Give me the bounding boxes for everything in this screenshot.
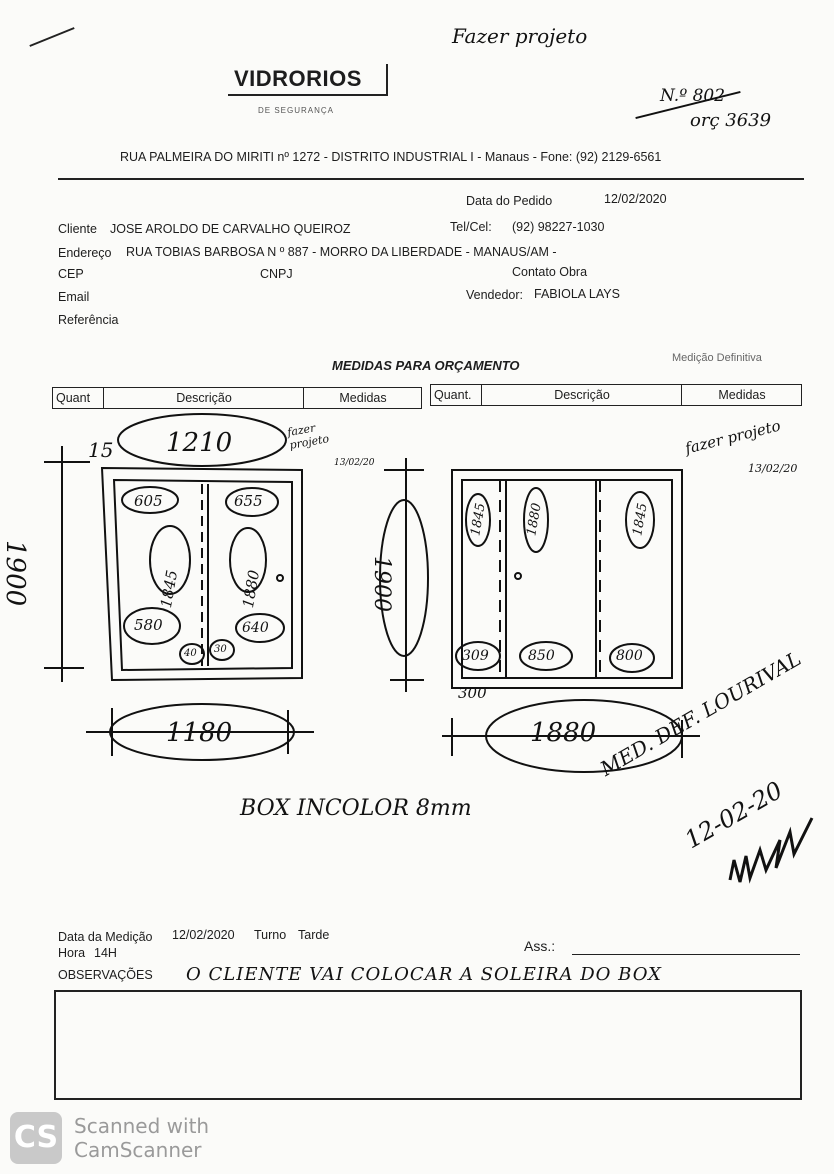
- section-title: MEDIDAS PARA ORÇAMENTO: [332, 358, 520, 373]
- left-panel-top-left: 605: [134, 492, 163, 510]
- hour-label: Hora: [58, 946, 86, 960]
- measure-table-left-header: Quant Descrição Medidas: [52, 387, 422, 409]
- left-panel-bot-right: 640: [242, 620, 269, 636]
- camscanner-watermark: Scanned with CamScanner: [74, 1114, 209, 1162]
- signature-label: Ass.:: [524, 938, 556, 954]
- company-address: RUA PALMEIRA DO MIRITI nº 1272 - DISTRIT…: [120, 150, 662, 164]
- right-date-fraction: 13/02/20: [748, 462, 798, 475]
- cnpj-label: CNPJ: [260, 267, 293, 281]
- left-panel-top-right: 655: [234, 492, 263, 510]
- order-date-value: 12/02/2020: [604, 192, 667, 206]
- right-bottom-b: 850: [528, 648, 555, 664]
- right-bottom-c: 800: [616, 648, 643, 664]
- right-height: 1900: [369, 556, 394, 612]
- order-number-struck: N.º 802: [660, 86, 725, 106]
- right-bottom-a: 309: [462, 648, 489, 664]
- measurer-signature: [728, 817, 814, 884]
- client-address-value: RUA TOBIAS BARBOSA N º 887 - MORRO DA LI…: [126, 245, 557, 259]
- handwritten-top-note: Fazer projeto: [452, 24, 588, 48]
- left-small-b: 30: [214, 644, 227, 655]
- left-shower-sketch: [44, 413, 314, 761]
- signature-line: [572, 954, 800, 955]
- left-top-margin: 15: [88, 438, 114, 462]
- company-logo-subtitle: DE SEGURANÇA: [258, 106, 335, 115]
- observations-box: [54, 990, 802, 1100]
- phone-value: (92) 98227-1030: [512, 220, 605, 234]
- right-width-bottom: 1880: [530, 718, 597, 748]
- seller-value: FABIOLA LAYS: [534, 287, 620, 301]
- col-description-2: Descrição: [481, 385, 682, 405]
- header-divider: [58, 178, 804, 180]
- client-address-label: Endereço: [58, 246, 112, 260]
- col-measures: Medidas: [303, 388, 422, 408]
- site-contact-label: Contato Obra: [512, 265, 588, 279]
- budget-reference: orç 3639: [690, 110, 772, 131]
- company-logo: VIDRORIOS: [228, 64, 388, 96]
- client-label: Cliente: [58, 222, 97, 236]
- col-description: Descrição: [103, 388, 304, 408]
- hour-value: 14H: [94, 946, 117, 960]
- phone-label: Tel/Cel:: [450, 220, 492, 234]
- observations-text: O CLIENTE VAI COLOCAR A SOLEIRA DO BOX: [186, 964, 662, 985]
- client-value: JOSE AROLDO DE CARVALHO QUEIROZ: [110, 222, 351, 236]
- stray-pen-mark: [29, 27, 75, 47]
- order-date-label: Data do Pedido: [466, 194, 553, 208]
- email-label: Email: [58, 290, 90, 304]
- cep-label: CEP: [58, 267, 84, 281]
- camscanner-logo-icon: CS: [10, 1112, 62, 1164]
- col-quant-2: Quant.: [434, 388, 472, 402]
- measure-table-right-header: Quant. Descrição Medidas: [430, 384, 802, 406]
- measurement-date-value: 12/02/2020: [172, 928, 235, 942]
- col-quant: Quant: [56, 391, 91, 405]
- left-small-a: 40: [184, 648, 197, 659]
- reference-label: Referência: [58, 313, 119, 327]
- order-number-text: N.º 802: [660, 86, 726, 106]
- shift-value: Tarde: [298, 928, 330, 942]
- box-glass-note: BOX INCOLOR 8mm: [240, 796, 472, 821]
- watermark-line-1: Scanned with: [74, 1114, 210, 1138]
- measurement-date-label: Data da Medição: [58, 930, 153, 944]
- seller-label: Vendedor:: [466, 288, 523, 302]
- col-measures-2: Medidas: [681, 385, 802, 405]
- definitive-measure-label: Medição Definitiva: [672, 352, 762, 364]
- left-width-bottom: 1180: [166, 718, 233, 748]
- observations-label: OBSERVAÇÕES: [58, 968, 153, 982]
- shift-label: Turno: [254, 928, 287, 942]
- right-shower-sketch: [379, 458, 700, 773]
- left-width-top: 1210: [166, 428, 233, 458]
- left-height: 1900: [0, 540, 30, 607]
- watermark-line-2: CamScanner: [74, 1138, 202, 1162]
- left-panel-bot-left: 580: [134, 616, 163, 634]
- left-date-fraction: 13/02/20: [334, 458, 375, 468]
- right-offset: 300: [458, 684, 487, 702]
